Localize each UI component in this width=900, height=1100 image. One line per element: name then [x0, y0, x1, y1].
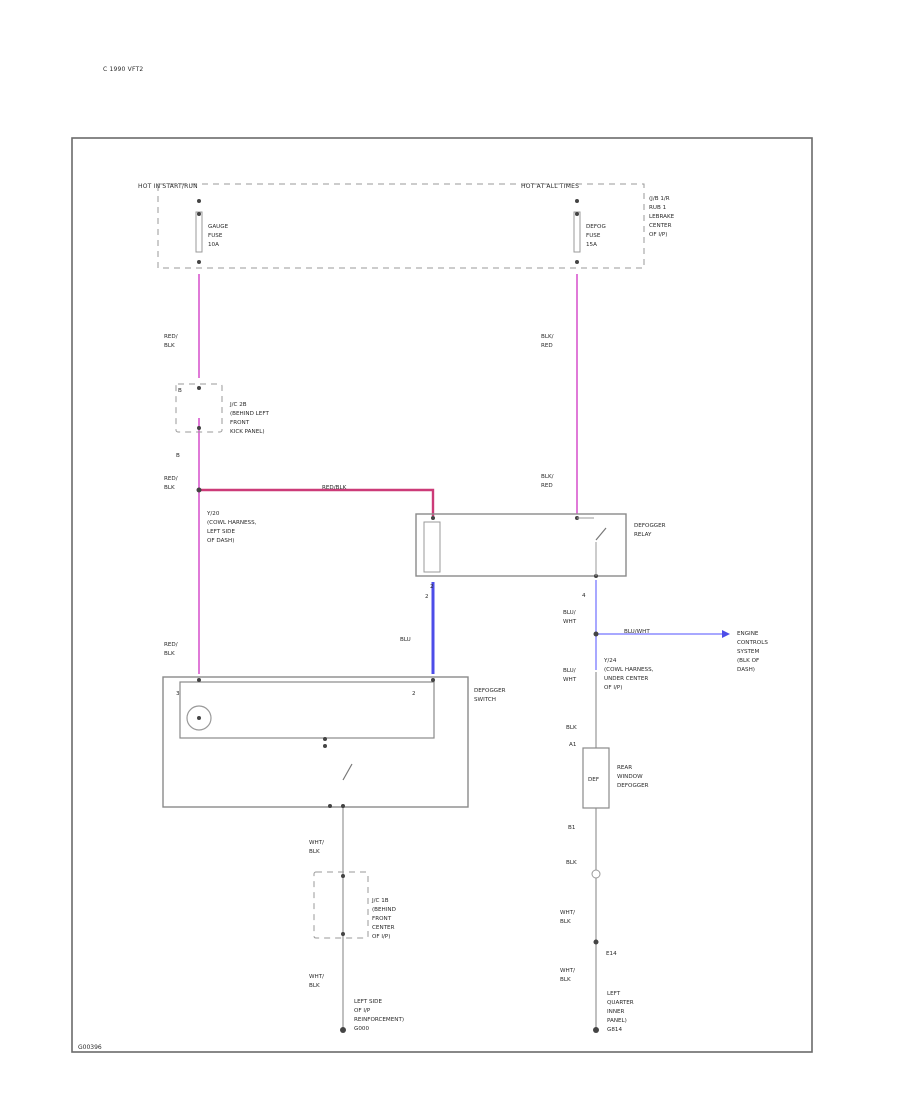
wire-label-blu-wht-1: BLU/ WHT [563, 610, 577, 625]
ground-left-point [340, 1027, 346, 1033]
fuse-block-left-header: HOT IN START/RUN [138, 183, 198, 190]
wire-label-red-blk-3: RED/ BLK [164, 642, 179, 657]
wire-label-red-blk-mid: RED/BLK [322, 485, 347, 491]
arrow-engine-controls [722, 630, 730, 638]
wire-label-blu: BLU [400, 637, 411, 643]
page-reference: C 1990 VFT2 [103, 66, 143, 73]
defogger-top-pin: A1 [569, 742, 577, 748]
harness-right-label: Y/24 (COWL HARNESS, UNDER CENTER OF I/P) [603, 658, 655, 691]
jc-2b-label: J/C 2B (BEHIND LEFT FRONT KICK PANEL) [229, 402, 271, 435]
wire-label-blk-after-defogger: BLK [566, 860, 577, 866]
connector-jc-1b: J/C 1B (BEHIND FRONT CENTER OF I/P) [313, 871, 398, 940]
switch-pin-left: 3 [176, 691, 180, 697]
rear-window-defogger: A1 REAR WINDOW DEFOGGER DEF [569, 742, 649, 809]
engine-controls-label: ENGINE CONTROLS SYSTEM (BLK OF DASH) [737, 631, 770, 673]
harness-left-label: Y/20 (COWL HARNESS, LEFT SIDE OF DASH) [206, 511, 258, 544]
junction-right [593, 631, 599, 637]
wire-red-blk-to-relay [199, 488, 435, 516]
wire-label-blk-to-defogger: BLK [566, 725, 577, 731]
wire-label-blu-pin: 2 [425, 594, 429, 600]
wire-label-blu-wht-2: BLU/ WHT [563, 668, 577, 683]
defog-fuse-label: DEFOG FUSE 15A [586, 224, 608, 248]
switch-label: DEFOGGER SWITCH [474, 688, 507, 703]
fuse-block: HOT IN START/RUN HOT AT ALL TIMES GAUGE … [138, 183, 676, 269]
fuse-block-location: (J/B 1/R RUB 1 LEBRAKE CENTER OF I/P) [649, 196, 676, 238]
ground-right-pin: E14 [606, 951, 617, 957]
junction-left [196, 487, 202, 493]
wire-label-wht-blk-1: WHT/ BLK [309, 840, 326, 855]
jc-2b-pin: B [178, 388, 182, 394]
wire-label-red-blk-2: RED/ BLK [164, 476, 179, 491]
wire-label-wht-blk-3: WHT/ BLK [560, 910, 577, 925]
jc-2b-pin-b: B [176, 453, 180, 459]
jc-1b-label: J/C 1B (BEHIND FRONT CENTER OF I/P) [371, 898, 398, 940]
rear-defogger-label: REAR WINDOW DEFOGGER [617, 765, 649, 789]
footer-code: G00396 [78, 1044, 102, 1051]
wire-label-wht-blk-2: WHT/ BLK [309, 974, 326, 989]
junction-e14 [593, 939, 599, 945]
defogger-symbol: DEF [588, 777, 599, 783]
diagram-frame [71, 137, 813, 1053]
relay-in-pin: 2 [430, 584, 434, 590]
ground-right-label: LEFT QUARTER INNER PANEL) G814 [607, 991, 635, 1033]
ground-right-point [593, 1027, 599, 1033]
wire-label-blk-red-2: BLK/ RED [541, 474, 555, 489]
wire-label-blu-wht-mid: BLU/WHT [624, 629, 650, 635]
ground-left-label: LEFT SIDE OF I/P REINFORCEMENT) G000 [354, 999, 406, 1032]
fuse-block-right-header: HOT AT ALL TIMES [521, 183, 579, 190]
defogger-switch: 3 2 DEFOGGER SWITCH [162, 676, 507, 808]
inline-connector-right [591, 869, 601, 879]
relay-output-pin: 4 [582, 593, 586, 599]
wire-label-wht-blk-4: WHT/ BLK [560, 968, 577, 983]
gauge-fuse-label: GAUGE FUSE 10A [208, 224, 230, 248]
relay-label: DEFOGGER RELAY [634, 523, 667, 538]
connector-jc-2b: B J/C 2B (BEHIND LEFT FRONT KICK PANEL) … [175, 383, 271, 459]
defogger-relay: DEFOGGER RELAY 2 [415, 513, 667, 590]
wire-label-blk-red-1: BLK/ RED [541, 334, 555, 349]
wire-label-red-blk-1: RED/ BLK [164, 334, 179, 349]
defogger-output-pin: B1 [568, 825, 576, 831]
switch-pin-right: 2 [412, 691, 416, 697]
